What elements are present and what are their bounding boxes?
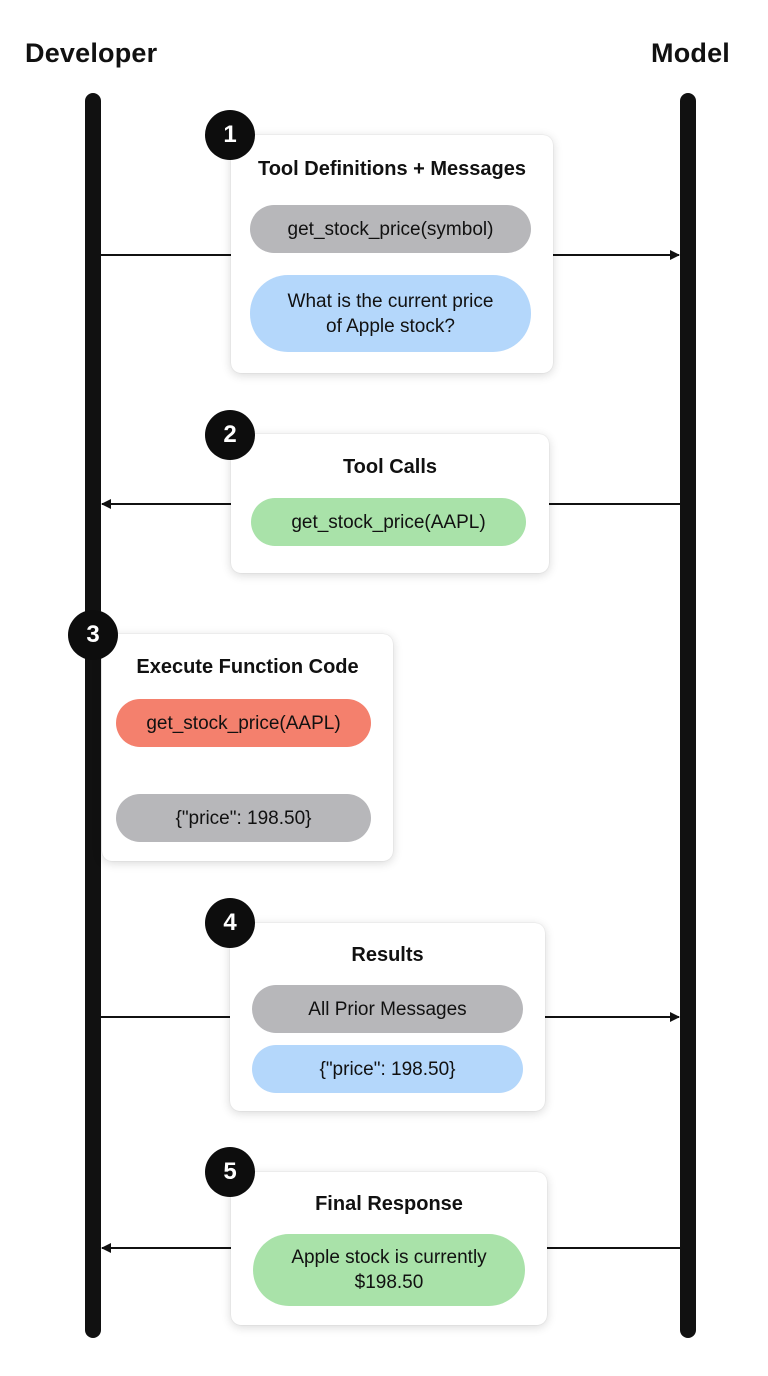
- step-5-final-response-pill: Apple stock is currently $198.50: [253, 1234, 525, 1306]
- step-3-badge: 3: [68, 610, 118, 660]
- model-lifeline: [680, 93, 696, 1338]
- model-label: Model: [651, 38, 730, 68]
- step-3-card: Execute Function Code get_stock_price(AA…: [102, 634, 393, 861]
- step-4-badge: 4: [205, 898, 255, 948]
- step-1-user-message-pill: What is the current price of Apple stock…: [250, 275, 531, 352]
- step-5-title: Final Response: [315, 1193, 463, 1215]
- developer-lifeline: [85, 93, 101, 1338]
- step-1-card: Tool Definitions + Messages get_stock_pr…: [231, 135, 553, 373]
- step-2-badge: 2: [205, 410, 255, 460]
- step-3-result-pill: {"price": 198.50}: [116, 794, 371, 842]
- step-4-title: Results: [351, 944, 424, 966]
- developer-label: Developer: [25, 38, 158, 68]
- step-1-title: Tool Definitions + Messages: [257, 158, 527, 180]
- step-1-tool-definition-pill: get_stock_price(symbol): [250, 205, 531, 253]
- step-4-result-pill: {"price": 198.50}: [252, 1045, 523, 1093]
- step-2-tool-call-pill: get_stock_price(AAPL): [251, 498, 526, 546]
- step-5-card: Final Response Apple stock is currently …: [231, 1172, 547, 1325]
- step-4-card: Results All Prior Messages {"price": 198…: [230, 923, 545, 1111]
- step-3-function-pill: get_stock_price(AAPL): [116, 699, 371, 747]
- step-1-badge: 1: [205, 110, 255, 160]
- step-2-title: Tool Calls: [342, 456, 438, 478]
- step-4-prior-messages-pill: All Prior Messages: [252, 985, 523, 1033]
- step-2-card: Tool Calls get_stock_price(AAPL): [231, 434, 549, 573]
- step-5-badge: 5: [205, 1147, 255, 1197]
- step-3-title: Execute Function Code: [136, 656, 359, 678]
